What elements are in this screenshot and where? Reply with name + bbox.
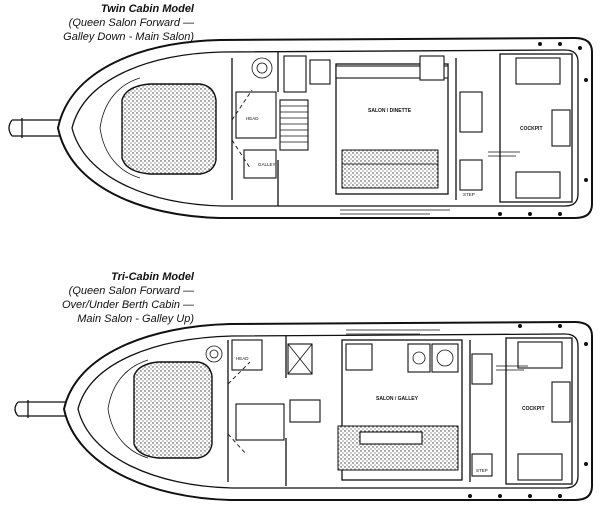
- rail-stanchions: [468, 324, 588, 498]
- galley-stove: [345, 343, 373, 371]
- twin-cabin-desc-line-2: Galley Down - Main Salon): [63, 31, 194, 43]
- salon-label: SALON / GALLEY: [376, 396, 419, 402]
- head-toilet: [205, 345, 223, 363]
- galley-sink: [407, 343, 431, 373]
- cockpit: [499, 53, 573, 203]
- twin-cabin-desc-line-1: (Queen Salon Forward —: [68, 17, 194, 29]
- over-under-berth-cabin: [235, 403, 285, 441]
- tri-cabin-caption: Tri-Cabin Model (Queen Salon Forward — O…: [8, 270, 194, 326]
- step-label: STEP: [463, 192, 475, 197]
- twin-cabin-caption: Twin Cabin Model (Queen Salon Forward — …: [8, 2, 194, 44]
- cockpit-label: COCKPIT: [520, 126, 543, 132]
- salon-dinette: [341, 149, 439, 189]
- tri-cabin-plan: Tri-Cabin Model (Queen Salon Forward — O…: [0, 254, 600, 508]
- salon-area: [335, 63, 449, 195]
- head-label: HEAD: [236, 356, 249, 361]
- pulpit: [14, 401, 66, 417]
- twin-cabin-plan: Twin Cabin Model (Queen Salon Forward — …: [8, 2, 593, 219]
- forward-queen-berth: [133, 361, 213, 459]
- forward-queen-berth: [121, 83, 217, 175]
- tri-cabin-desc-line-2: Over/Under Berth Cabin —: [61, 299, 194, 311]
- galley-label: GALLEY: [258, 162, 276, 167]
- rail-stanchions: [498, 42, 588, 216]
- step-label: STEP: [476, 468, 488, 473]
- twin-cabin-title: Twin Cabin Model: [100, 3, 194, 15]
- galley-down: [279, 99, 309, 151]
- head-toilet: [251, 57, 273, 79]
- head: [231, 339, 263, 371]
- tri-cabin-desc-line-1: (Queen Salon Forward —: [68, 285, 194, 297]
- tri-cabin-desc-line-3: Main Salon - Galley Up): [77, 313, 194, 325]
- head: [235, 91, 277, 139]
- cockpit-label: COCKPIT: [522, 406, 545, 412]
- twin-cabin-drawing: SALON / DINETTE COCKPIT HEAD GALLEY STEP: [8, 36, 593, 219]
- tri-cabin-drawing: SALON / GALLEY COCKPIT HEAD STEP: [14, 320, 593, 501]
- head-label: HEAD: [246, 116, 259, 121]
- cockpit: [505, 337, 573, 485]
- pulpit: [8, 119, 60, 137]
- salon-galley-area: [341, 339, 463, 481]
- tri-cabin-title: Tri-Cabin Model: [111, 271, 194, 283]
- salon-label: SALON / DINETTE: [368, 108, 412, 114]
